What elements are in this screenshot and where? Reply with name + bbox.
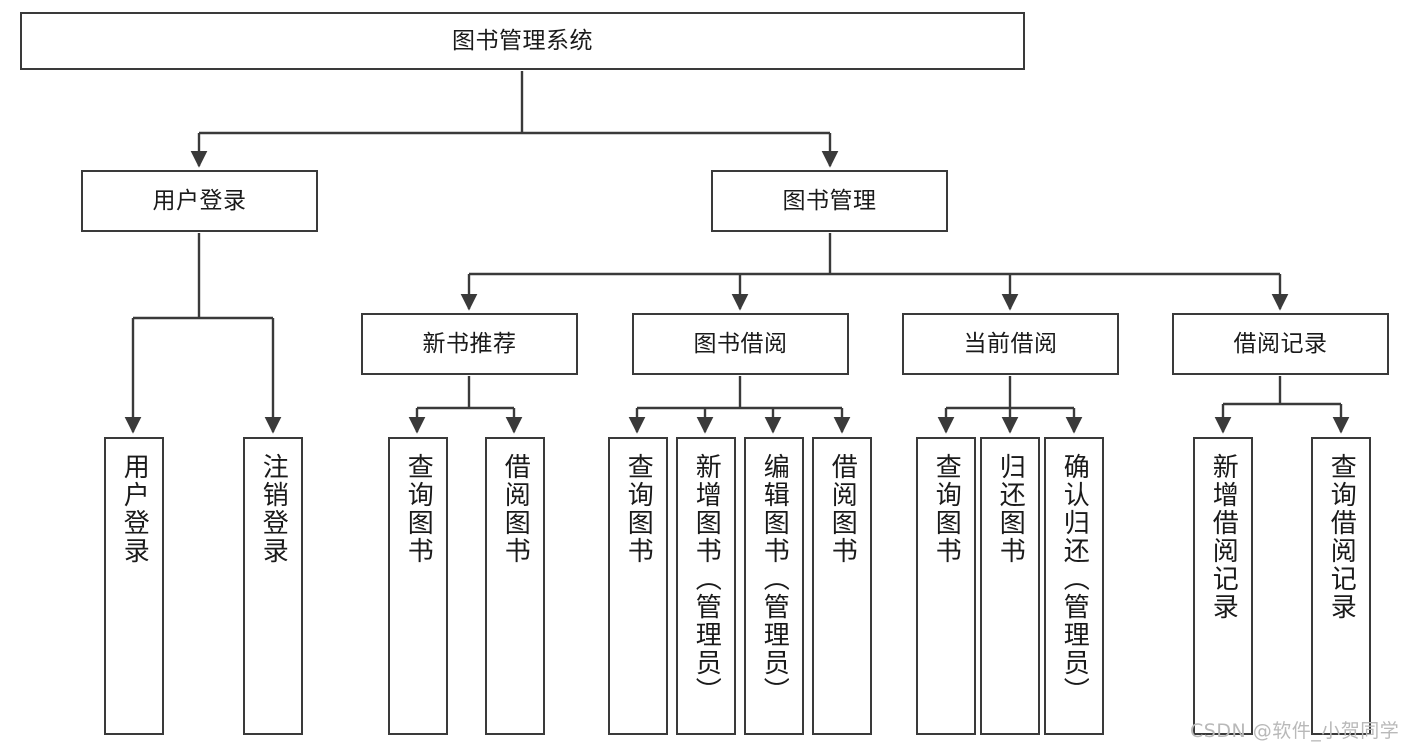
node-label: 用户登录 <box>152 187 247 214</box>
node-label: 借阅图书 <box>500 453 531 565</box>
node-label: 新增借阅记录 <box>1208 453 1239 621</box>
node-book-management-system[interactable]: 图书管理系统 <box>20 12 1025 70</box>
node-leaf-query-borrow-record[interactable]: 查询借阅记录 <box>1311 437 1371 735</box>
node-label: 查询图书 <box>403 453 434 565</box>
csdn-watermark: CSDN @软件_小贺同学 <box>1190 720 1400 742</box>
node-leaf-query-book-borrow[interactable]: 查询图书 <box>608 437 668 735</box>
node-leaf-query-book-recommend[interactable]: 查询图书 <box>388 437 448 735</box>
node-leaf-borrow-book-recommend[interactable]: 借阅图书 <box>485 437 545 735</box>
node-book-borrow[interactable]: 图书借阅 <box>632 313 849 375</box>
node-label: 图书借阅 <box>693 330 788 357</box>
node-current-borrow[interactable]: 当前借阅 <box>902 313 1119 375</box>
node-label: 查询图书 <box>623 453 654 565</box>
node-label: 编辑图书（管理员） <box>759 453 790 705</box>
node-label: 借阅图书 <box>827 453 858 565</box>
node-new-book-recommend[interactable]: 新书推荐 <box>361 313 578 375</box>
node-label: 图书管理系统 <box>452 27 593 54</box>
node-label: 用户登录 <box>119 453 150 565</box>
node-leaf-return-book[interactable]: 归还图书 <box>980 437 1040 735</box>
node-user-login[interactable]: 用户登录 <box>81 170 318 232</box>
node-label: 新增图书（管理员） <box>691 453 722 705</box>
node-label: 借阅记录 <box>1233 330 1328 357</box>
node-label: 查询借阅记录 <box>1326 453 1357 621</box>
node-borrow-record[interactable]: 借阅记录 <box>1172 313 1389 375</box>
node-leaf-edit-book[interactable]: 编辑图书（管理员） <box>744 437 804 735</box>
node-leaf-add-borrow-record[interactable]: 新增借阅记录 <box>1193 437 1253 735</box>
node-label: 确认归还（管理员） <box>1059 453 1090 705</box>
node-label: 归还图书 <box>995 453 1026 565</box>
node-leaf-add-book[interactable]: 新增图书（管理员） <box>676 437 736 735</box>
node-leaf-confirm-return[interactable]: 确认归还（管理员） <box>1044 437 1104 735</box>
node-label: 新书推荐 <box>422 330 517 357</box>
node-leaf-user-login[interactable]: 用户登录 <box>104 437 164 735</box>
node-book-manage[interactable]: 图书管理 <box>711 170 948 232</box>
node-label: 注销登录 <box>258 453 289 565</box>
node-label: 当前借阅 <box>963 330 1058 357</box>
node-leaf-logout[interactable]: 注销登录 <box>243 437 303 735</box>
node-label: 查询图书 <box>931 453 962 565</box>
node-label: 图书管理 <box>782 187 877 214</box>
node-leaf-borrow-book[interactable]: 借阅图书 <box>812 437 872 735</box>
node-leaf-query-book-current[interactable]: 查询图书 <box>916 437 976 735</box>
